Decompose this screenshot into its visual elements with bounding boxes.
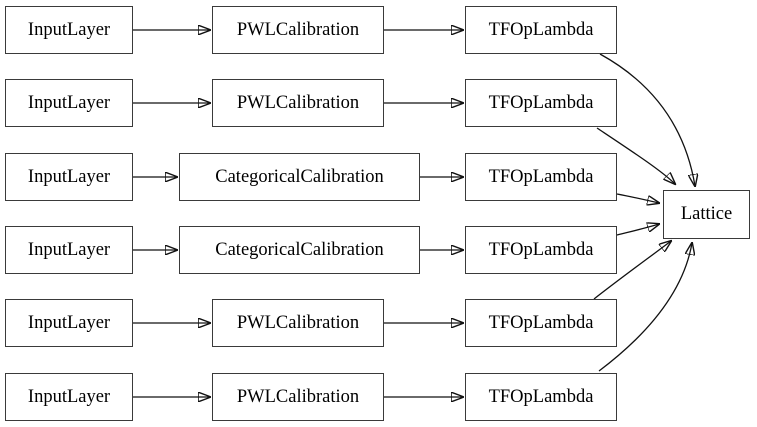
node-tfoplambda-6: TFOpLambda (465, 373, 617, 421)
node-lattice: Lattice (663, 190, 750, 239)
node-tfoplambda-2: TFOpLambda (465, 79, 617, 127)
node-inputlayer-3: InputLayer (5, 153, 133, 201)
edge-op6-lattice (598, 243, 692, 372)
edge-op5-lattice (593, 241, 671, 300)
node-pwlcalibration-4: PWLCalibration (212, 373, 384, 421)
node-pwlcalibration-2: PWLCalibration (212, 79, 384, 127)
node-inputlayer-4: InputLayer (5, 226, 133, 274)
node-categoricalcalibration-2: CategoricalCalibration (179, 226, 420, 274)
node-tfoplambda-5: TFOpLambda (465, 299, 617, 347)
node-pwlcalibration-1: PWLCalibration (212, 6, 384, 54)
node-tfoplambda-3: TFOpLambda (465, 153, 617, 201)
edge-op4-lattice (616, 224, 659, 236)
edge-op2-lattice (596, 127, 675, 184)
node-inputlayer-5: InputLayer (5, 299, 133, 347)
node-inputlayer-6: InputLayer (5, 373, 133, 421)
node-inputlayer-2: InputLayer (5, 79, 133, 127)
node-inputlayer-1: InputLayer (5, 6, 133, 54)
node-pwlcalibration-3: PWLCalibration (212, 299, 384, 347)
edge-op3-lattice (616, 193, 659, 203)
node-tfoplambda-1: TFOpLambda (465, 6, 617, 54)
node-categoricalcalibration-1: CategoricalCalibration (179, 153, 420, 201)
node-tfoplambda-4: TFOpLambda (465, 226, 617, 274)
edge-op1-lattice (599, 53, 695, 186)
